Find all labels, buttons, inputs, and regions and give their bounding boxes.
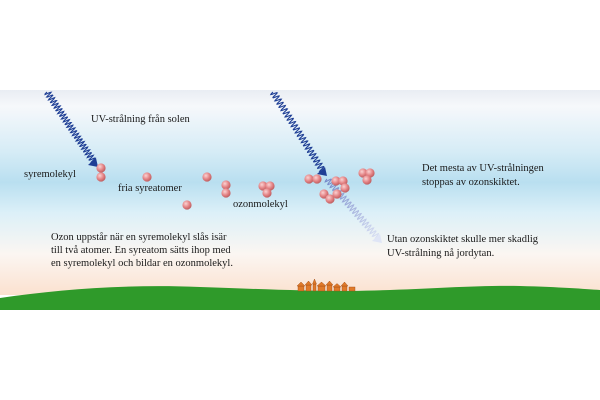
uv-ray-faded-arrowhead [372,234,382,243]
free-oxygen-atom [182,200,192,210]
ozone-molecule [358,168,375,185]
ground [0,285,600,310]
ozone-molecule [331,176,350,193]
uv-ray-left [44,91,98,167]
free-oxygen-atom [142,172,152,182]
ozone-molecule [319,189,342,204]
without-ozone-line-1: Utan ozonskiktet skulle mer skadlig [387,234,539,245]
free-oxygen-atoms-label: fria syreatomer [118,183,182,194]
ozone-molecule-label: ozonmolekyl [233,199,288,210]
ozone-formation-line-2: till två atomer. En syreatom sätts ihop … [51,245,231,256]
ozone-formation-line-3: en syremolekyl och bildar en ozonmolekyl… [51,258,233,269]
sky-background [0,90,600,295]
most-uv-stopped-line-2: stoppas av ozonskiktet. [422,177,520,188]
uv-ray-left-arrowhead [88,158,98,167]
uv-ray-faded [324,178,382,243]
ozone-formation-line-1: Ozon uppstår när en syremolekyl slås isä… [51,232,227,243]
oxygen-molecule [304,174,322,184]
oxygen-molecule-label: syremolekyl [24,169,76,180]
uv-ray-right-arrowhead [317,167,327,176]
village [296,278,356,292]
ozone-molecule [258,181,275,198]
oxygen-molecule [96,163,106,182]
free-oxygen-atom [202,172,212,182]
without-ozone-line-2: UV-strålning nå jordytan. [387,248,495,259]
uv-from-sun-label: UV-strålning från solen [91,114,190,125]
uv-ray-right [269,91,327,176]
most-uv-stopped-line-1: Det mesta av UV-strålningen [422,163,544,174]
oxygen-molecule [221,180,231,198]
